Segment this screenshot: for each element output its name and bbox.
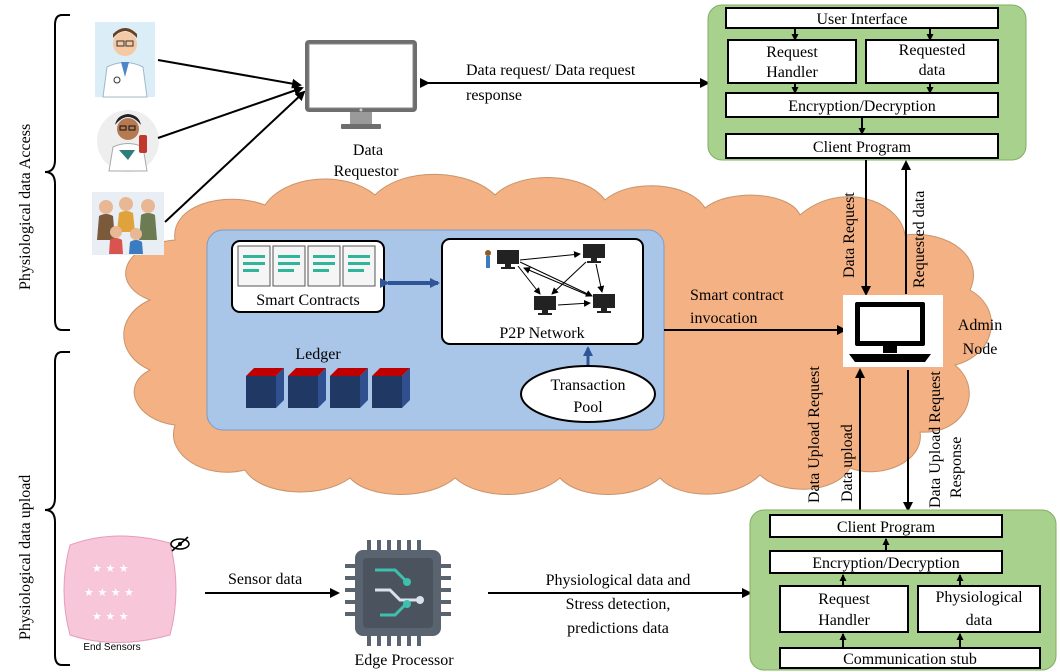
data-upload-vertical: Data upload xyxy=(839,424,856,502)
end-sensors-label: End Sensors xyxy=(83,642,140,653)
admin-label-2: Node xyxy=(963,341,998,358)
transaction-pool-label-2: Pool xyxy=(573,399,603,416)
request-handler-bottom-2: Handler xyxy=(818,612,870,629)
svg-text:★ ★ ★: ★ ★ ★ xyxy=(92,562,129,575)
p2p-network-box xyxy=(441,238,644,345)
upload-side-label: Physiological data upload xyxy=(17,475,34,640)
requestor-label-1: Data xyxy=(353,142,383,159)
bottom-client-panel: Client Program Encryption/Decryption Req… xyxy=(749,509,1057,671)
requested-data-label-2: data xyxy=(919,62,946,79)
client-program-label-top: Client Program xyxy=(813,139,912,156)
chip-icon xyxy=(345,540,451,646)
admin-monitor-icon xyxy=(849,302,931,362)
top-client-panel: User Interface Request Handler Requested… xyxy=(707,4,1027,161)
pillow-icon: ★ ★ ★ ★ ★ ★ ★ ★ ★ ★ xyxy=(63,535,177,643)
client-program-box-bottom xyxy=(769,514,1003,538)
upload-request-vertical: Data Upload Request xyxy=(806,366,823,503)
ledger-blocks xyxy=(246,368,410,408)
hidden-eye-icon xyxy=(170,536,190,552)
user-interface-box xyxy=(725,7,999,29)
admin-node xyxy=(843,295,943,367)
sensor-data-label: Sensor data xyxy=(228,571,302,588)
smart-contract-invocation-2: invocation xyxy=(690,310,758,327)
blockchain-panel: Smart Contracts P2P Network Ledger xyxy=(206,229,665,431)
requested-data-label-1: Requested xyxy=(899,42,966,59)
request-handler-label-2: Handler xyxy=(766,64,818,81)
smart-contracts-label: Smart Contracts xyxy=(256,292,360,309)
request-handler-box-bottom xyxy=(779,585,909,633)
request-handler-bottom-1: Request xyxy=(818,591,870,608)
encryption-label-bottom: Encryption/Decryption xyxy=(812,555,960,572)
transaction-pool-ellipse xyxy=(520,365,656,423)
doctor-icon xyxy=(95,22,155,98)
encryption-label-top: Encryption/Decryption xyxy=(788,98,936,115)
data-request-label-2: response xyxy=(466,87,522,104)
monitor-icon xyxy=(305,40,417,129)
family-icon xyxy=(92,192,164,255)
physio-data-label-2: data xyxy=(966,612,993,629)
contract-icon xyxy=(237,245,376,287)
encryption-box-top xyxy=(725,92,999,118)
communication-stub-box xyxy=(779,647,1041,669)
physio-data-box xyxy=(917,585,1041,633)
physio-arrow-label-1: Physiological data and xyxy=(546,572,691,589)
svg-text:★ ★ ★: ★ ★ ★ xyxy=(92,610,129,623)
upload-response-vertical-2: Response xyxy=(948,437,965,498)
transaction-pool-label-1: Transaction xyxy=(551,377,626,394)
edge-processor-label: Edge Processor xyxy=(354,652,454,669)
access-bracket xyxy=(44,14,70,331)
upload-response-vertical-1: Data Upload Request xyxy=(927,371,944,508)
communication-stub-label: Communication stub xyxy=(843,651,977,668)
access-side-label: Physiological data Access xyxy=(17,124,34,290)
user-interface-label: User Interface xyxy=(816,11,907,28)
data-request-vertical: Data Request xyxy=(841,192,858,278)
smart-contract-invocation-1: Smart contract xyxy=(690,287,784,304)
p2p-network-label: P2P Network xyxy=(499,325,584,342)
client-program-box-top xyxy=(725,133,999,159)
scientist-icon xyxy=(97,110,159,172)
physio-arrow-label-3: predictions data xyxy=(567,620,669,637)
physio-data-label-1: Physiological xyxy=(935,589,1023,606)
requestor-label-2: Requestor xyxy=(334,163,400,180)
network-icon xyxy=(485,244,615,315)
request-handler-box xyxy=(727,39,857,84)
requested-data-vertical: Requested data xyxy=(911,191,928,288)
svg-text:★ ★ ★ ★: ★ ★ ★ ★ xyxy=(84,586,134,599)
request-handler-label-1: Request xyxy=(766,44,818,61)
data-request-label-1: Data request/ Data request xyxy=(466,62,636,79)
client-program-label-bottom: Client Program xyxy=(837,519,936,536)
admin-label-1: Admin xyxy=(958,317,1002,334)
upload-bracket xyxy=(44,351,70,666)
physio-arrow-label-2: Stress detection, xyxy=(566,596,671,613)
encryption-box-bottom xyxy=(769,550,1003,574)
ledger-label: Ledger xyxy=(295,346,341,363)
requested-data-box xyxy=(865,39,999,84)
